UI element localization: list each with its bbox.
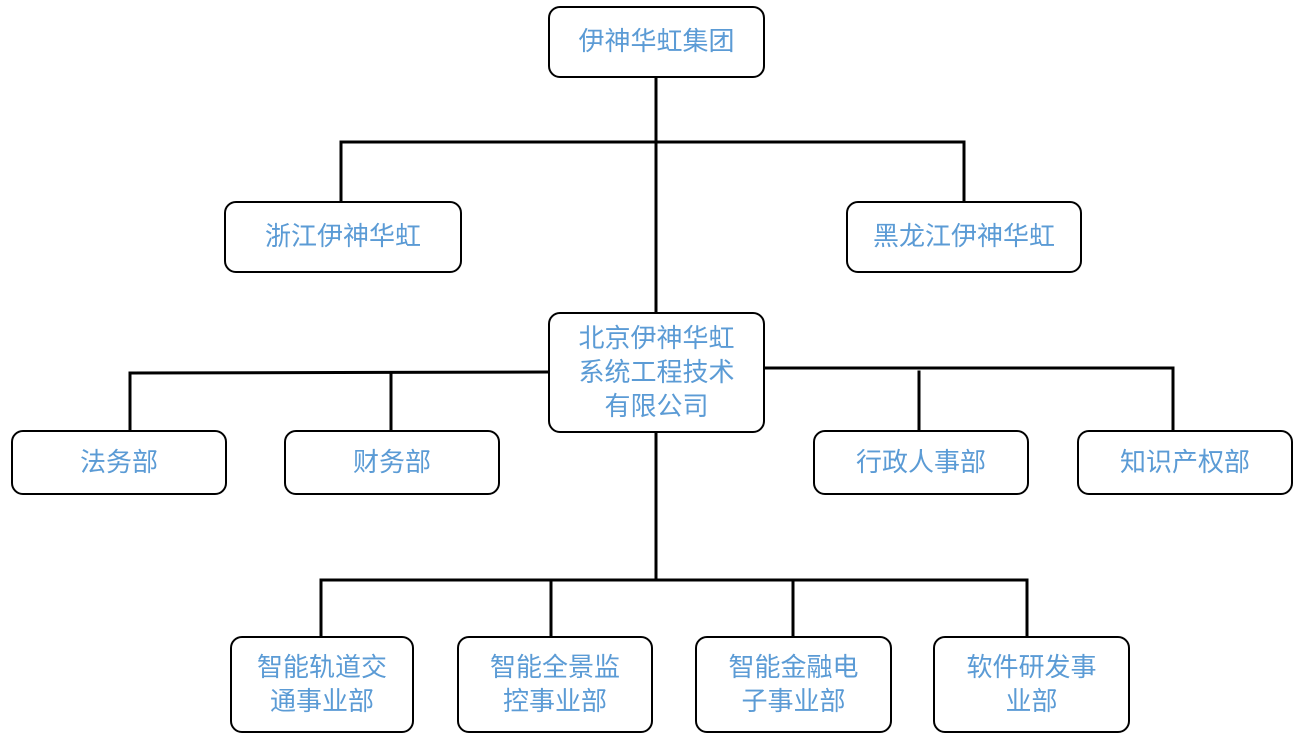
node-ip-department: 知识产权部 bbox=[1077, 430, 1293, 495]
node-rail-transit-unit: 智能轨道交 通事业部 bbox=[230, 636, 414, 733]
node-heilongjiang-subsidiary: 黑龙江伊神华虹 bbox=[846, 201, 1082, 273]
node-admin-hr-department: 行政人事部 bbox=[813, 430, 1029, 495]
node-financial-electronics-unit: 智能金融电 子事业部 bbox=[695, 636, 892, 733]
node-zhejiang-subsidiary: 浙江伊神华虹 bbox=[224, 201, 462, 273]
node-beijing-subsidiary: 北京伊神华虹 系统工程技术 有限公司 bbox=[548, 312, 765, 433]
node-panoramic-monitoring-unit: 智能全景监 控事业部 bbox=[457, 636, 653, 733]
node-software-dev-unit: 软件研发事 业部 bbox=[933, 636, 1130, 733]
node-finance-department: 财务部 bbox=[284, 430, 500, 495]
node-root-group: 伊神华虹集团 bbox=[548, 6, 765, 78]
node-legal-department: 法务部 bbox=[11, 430, 227, 495]
connector-left-bar bbox=[128, 370, 551, 375]
